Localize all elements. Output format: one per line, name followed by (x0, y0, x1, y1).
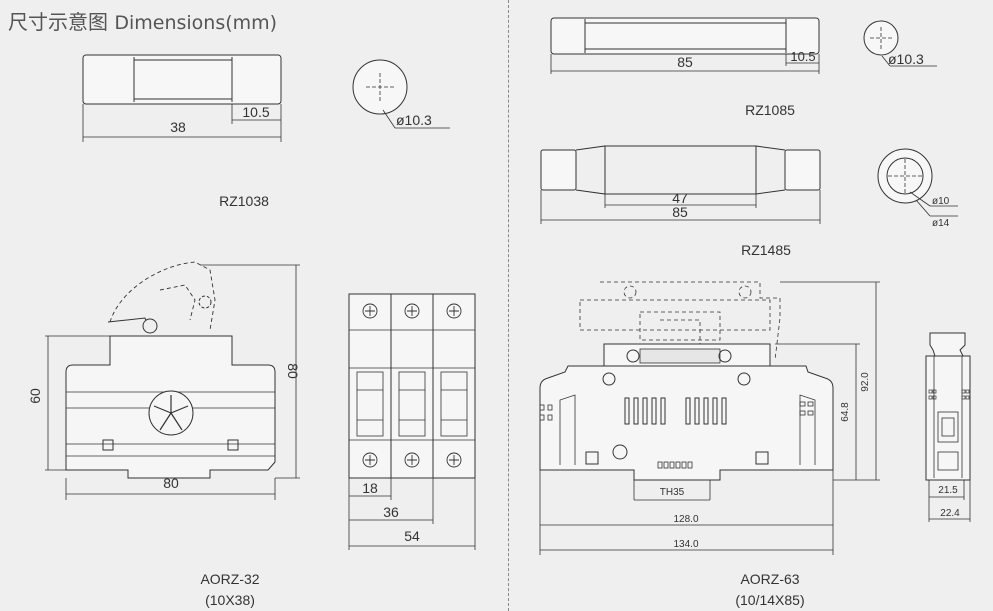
aorz63-label: AORZ-63 (740, 571, 800, 587)
rz1085-fuse-drawing: 85 10.5 ø10.3 (550, 17, 937, 74)
aorz32-side-drawing: 18 36 54 (348, 293, 476, 550)
rz1485-length-dim: 85 (672, 204, 688, 220)
rz1485-label: RZ1485 (741, 242, 791, 258)
rz1485-inner-diameter: ø10 (932, 196, 950, 207)
aorz63-side-inner-dim: 21.5 (938, 485, 958, 496)
aorz63-front-drawing: TH35 128.0 134.0 64.8 92.0 (539, 281, 880, 555)
page-title: 尺寸示意图 Dimensions(mm) (8, 6, 277, 35)
aorz63-rail-label: TH35 (660, 487, 685, 498)
aorz63-inner-width-dim: 128.0 (673, 514, 698, 525)
rz1485-outer-diameter: ø14 (932, 218, 950, 229)
rz1485-inner-dim: 47 (672, 190, 688, 206)
aorz32-label: AORZ-32 (200, 571, 260, 587)
aorz32-height2-dim: 80 (285, 363, 301, 379)
rz1038-label: RZ1038 (219, 193, 269, 209)
aorz32-pole-dim: 18 (362, 480, 378, 496)
section-divider (508, 0, 509, 611)
aorz63-side-outer-dim: 22.4 (940, 508, 960, 519)
aorz63-outer-width-dim: 134.0 (673, 539, 698, 550)
aorz32-width-dim: 80 (163, 475, 179, 491)
aorz32-height-dim: 60 (27, 388, 43, 404)
aorz32-front-drawing: 60 80 80 (27, 261, 301, 500)
aorz32-three-pole-dim: 54 (404, 528, 420, 544)
aorz63-side-drawing: 21.5 22.4 (925, 332, 971, 522)
aorz32-two-pole-dim: 36 (383, 504, 399, 520)
title-cn: 尺寸示意图 (8, 10, 108, 34)
rz1038-cap-dim: 10.5 (242, 104, 269, 120)
rz1038-diameter: ø10.3 (396, 112, 432, 128)
aorz63-outer-height-dim: 92.0 (860, 372, 871, 392)
rz1085-length-dim: 85 (677, 54, 693, 70)
aorz32-spec: (10X38) (205, 592, 255, 608)
aorz63-inner-height-dim: 64.8 (840, 402, 851, 422)
rz1485-fuse-drawing: 47 85 ø10 ø14 (540, 145, 958, 229)
rz1085-cap-dim: 10.5 (790, 49, 815, 64)
rz1038-length-dim: 38 (170, 119, 186, 135)
rz1085-diameter: ø10.3 (888, 51, 924, 67)
rz1085-label: RZ1085 (745, 102, 795, 118)
aorz63-spec: (10/14X85) (735, 592, 805, 608)
rz1038-fuse-drawing: 10.5 38 ø10.3 (82, 54, 450, 142)
title-en: Dimensions(mm) (114, 12, 278, 34)
